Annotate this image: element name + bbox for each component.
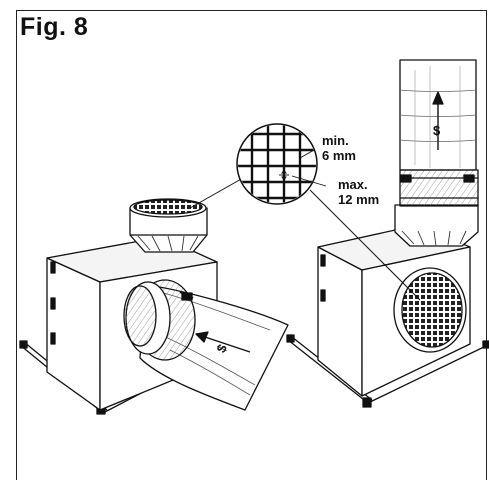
right-vertical-duct: $ — [399, 59, 479, 207]
left-top-outlet — [129, 198, 208, 253]
mesh-max-label: max. — [338, 177, 368, 192]
left-top-grille — [133, 199, 203, 215]
right-box-side-face — [317, 246, 363, 397]
right-airflow-arrow: $ — [432, 91, 444, 150]
right-fan-unit: $ — [286, 59, 489, 408]
mesh-max-value: 12 mm — [338, 192, 379, 207]
figure-title: Fig. 8 — [20, 13, 89, 41]
left-fan-unit: $ — [19, 198, 289, 415]
figure-frame — [16, 10, 487, 480]
right-front-grille — [393, 267, 467, 353]
left-airflow-arrow: $ — [195, 331, 251, 355]
right-top-outlet — [394, 204, 479, 247]
mesh-min-label: min. — [322, 133, 349, 148]
svg-text:$: $ — [433, 123, 441, 138]
left-flexible-duct: $ — [123, 279, 289, 411]
mesh-min-value: 6 mm — [322, 148, 356, 163]
